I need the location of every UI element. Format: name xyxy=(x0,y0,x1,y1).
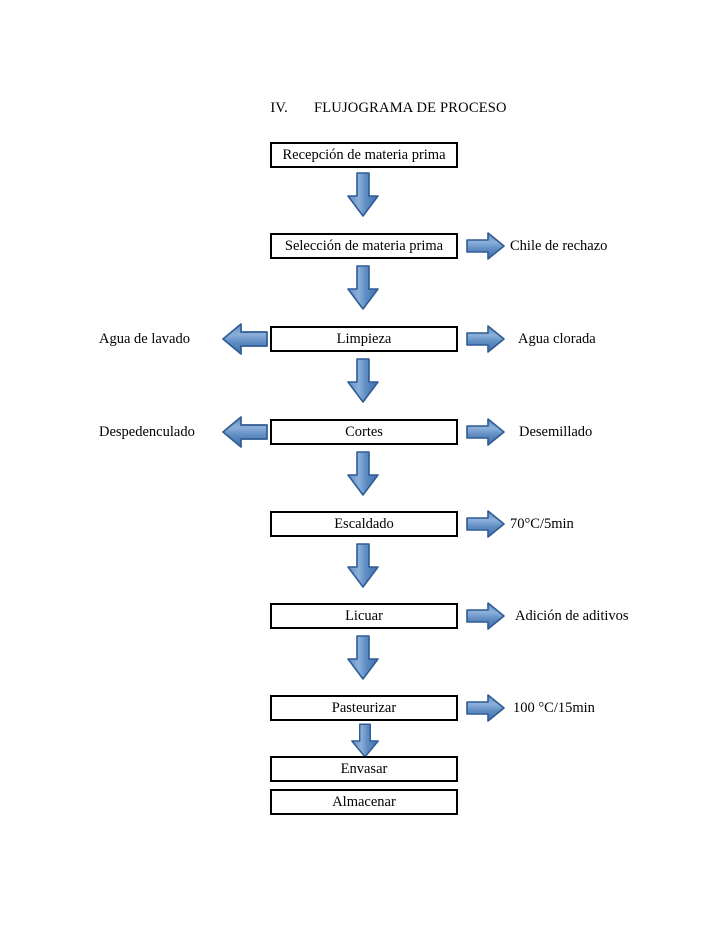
arrow-right-icon xyxy=(466,693,506,723)
output-label-agua-clorada: Agua clorada xyxy=(518,331,596,347)
process-box-pasteurizar[interactable]: Pasteurizar xyxy=(270,695,458,721)
arrow-right-icon xyxy=(466,417,506,447)
arrow-left-icon xyxy=(221,415,269,449)
process-box-limpieza[interactable]: Limpieza xyxy=(270,326,458,352)
arrow-down-icon xyxy=(346,358,380,404)
arrow-down-icon xyxy=(346,543,380,589)
process-box-escaldado[interactable]: Escaldado xyxy=(270,511,458,537)
input-label-agua-de-lavado: Agua de lavado xyxy=(99,331,190,347)
process-box-label: Limpieza xyxy=(336,330,392,347)
arrow-right-icon xyxy=(466,601,506,631)
process-box-envasar[interactable]: Envasar xyxy=(270,756,458,782)
arrow-down-icon xyxy=(346,265,380,311)
arrow-down-icon xyxy=(346,451,380,497)
page-title-text: FLUJOGRAMA DE PROCESO xyxy=(313,100,507,116)
output-label-desemillado: Desemillado xyxy=(519,424,593,440)
output-label-pasteurizar-temp: 100 °C/15min xyxy=(513,700,595,716)
output-label-adicion-de-aditivos: Adición de aditivos xyxy=(515,608,629,624)
arrow-down-icon xyxy=(346,172,380,218)
process-box-label: Pasteurizar xyxy=(331,699,397,716)
process-box-label: Cortes xyxy=(345,423,383,440)
process-box-label: Escaldado xyxy=(334,515,394,532)
arrow-down-icon xyxy=(350,723,384,769)
arrow-right-icon xyxy=(466,509,506,539)
output-label-chile-de-rechazo: Chile de rechazo xyxy=(510,238,608,254)
process-box-almacenar[interactable]: Almacenar xyxy=(270,789,458,815)
process-box-label: Envasar xyxy=(340,760,388,777)
process-box-label: Almacenar xyxy=(332,793,396,810)
process-box-label: Licuar xyxy=(345,607,383,624)
process-box-seleccion[interactable]: Selección de materia prima xyxy=(270,233,458,259)
process-box-label: Selección de materia prima xyxy=(284,237,444,254)
page-title: IV. FLUJOGRAMA DE PROCESO xyxy=(255,83,507,134)
arrow-left-icon xyxy=(221,322,269,356)
arrow-right-icon xyxy=(466,231,506,261)
output-label-escaldado-temp: 70°C/5min xyxy=(510,516,574,532)
input-label-despedenculado: Despedenculado xyxy=(99,424,195,440)
process-box-recepcion[interactable]: Recepción de materia prima xyxy=(270,142,458,168)
arrow-down-icon xyxy=(346,635,380,681)
arrow-right-icon xyxy=(466,324,506,354)
page-title-number: IV. xyxy=(270,100,288,116)
process-box-cortes[interactable]: Cortes xyxy=(270,419,458,445)
process-box-licuar[interactable]: Licuar xyxy=(270,603,458,629)
process-box-label: Recepción de materia prima xyxy=(282,146,446,163)
